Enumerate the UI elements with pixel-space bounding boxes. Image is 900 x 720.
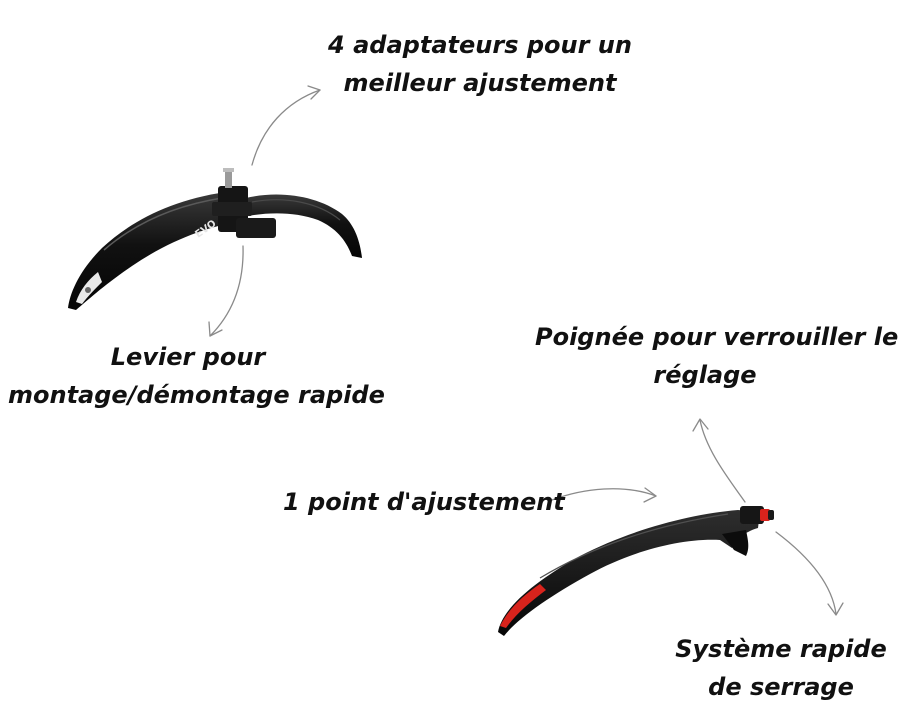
arrow-lever	[209, 245, 244, 337]
label-clamp-line-2: de serrage	[708, 673, 854, 701]
front-mudguard-rear-blade	[246, 194, 362, 258]
front-mudguard-ridge	[103, 197, 223, 251]
label-adapters-line-1: 4 adaptateurs pour un	[328, 31, 632, 59]
rear-mudguard-ridge	[539, 513, 729, 579]
rear-clamp-body	[740, 506, 764, 524]
arrow-handle	[699, 419, 746, 503]
arrow-handle-head	[692, 418, 709, 432]
label-adapters: 4 adaptateurs pour un meilleur ajustemen…	[320, 26, 640, 102]
front-mudguard-emblem	[85, 287, 91, 293]
rear-clamp-tip	[768, 510, 774, 520]
rear-clamp-lock	[760, 509, 770, 521]
rear-mudguard-fin	[722, 530, 749, 556]
label-clamp-line-1: Système rapide	[675, 635, 887, 663]
rear-mudguard	[498, 506, 774, 636]
annotation-arrows	[208, 85, 844, 616]
label-handle: Poignée pour verrouiller le réglage	[535, 318, 899, 394]
front-mount-stem-cap	[223, 168, 234, 172]
label-adjustment-point-line-1: 1 point d'ajustement	[283, 488, 565, 516]
front-mudguard-front-blade	[68, 192, 240, 310]
label-adapters-line-2: meilleur ajustement	[343, 69, 617, 97]
label-handle-line-2: réglage	[653, 361, 757, 389]
label-adjustment-point: 1 point d'ajustement	[283, 483, 565, 521]
front-mount-clamp	[212, 202, 252, 216]
front-mount-stem	[225, 170, 232, 188]
rear-mudguard-blade	[498, 510, 760, 636]
arrow-adapters-head	[307, 85, 321, 100]
arrow-point	[551, 488, 657, 501]
front-mudguard: EVO	[68, 168, 362, 310]
label-clamp: Système rapide de serrage	[670, 630, 892, 706]
front-mudguard-rear-ridge	[251, 199, 341, 221]
label-lever: Levier pour montage/démontage rapide	[8, 338, 385, 414]
label-handle-line-1: Poignée pour verrouiller le	[535, 323, 899, 351]
rear-reflector	[500, 584, 546, 628]
arrow-clamp-head	[827, 602, 844, 616]
label-lever-line-2: montage/démontage rapide	[8, 381, 385, 409]
label-lever-line-1: Levier pour	[110, 343, 266, 371]
arrow-point-head	[643, 487, 657, 503]
arrow-clamp	[775, 531, 837, 615]
front-mount-bracket	[236, 218, 276, 238]
arrow-lever-head	[208, 321, 223, 337]
arrow-adapters	[251, 89, 321, 166]
